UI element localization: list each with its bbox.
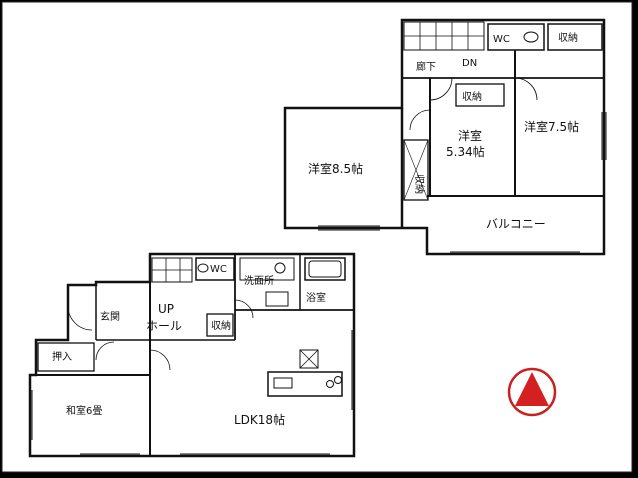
door-swing bbox=[429, 77, 453, 101]
label-washitsu: 和室6畳 bbox=[66, 404, 102, 417]
label-up: UP bbox=[158, 302, 174, 316]
door-swing bbox=[409, 109, 431, 131]
floor2-storage-mid bbox=[455, 83, 505, 107]
compass-arrow bbox=[515, 372, 549, 406]
label-closet: 押入 bbox=[52, 350, 72, 363]
kitchen-counter bbox=[267, 371, 343, 397]
bathtub-inner bbox=[308, 260, 342, 278]
paper-border bbox=[1, 1, 633, 473]
toilet-icon bbox=[197, 263, 209, 273]
stove-icon bbox=[326, 380, 334, 388]
kitchen-sink bbox=[273, 377, 293, 389]
label-ldk: LDK18帖 bbox=[234, 412, 285, 427]
label-1f-wc: WC bbox=[210, 264, 227, 275]
door-swing bbox=[67, 285, 93, 331]
stove-icon bbox=[334, 376, 342, 384]
label-1f-storage: 収納 bbox=[211, 319, 231, 332]
fridge-line bbox=[299, 349, 319, 369]
closet-line bbox=[403, 139, 429, 201]
north-compass-icon bbox=[507, 367, 557, 417]
first-floor bbox=[28, 252, 356, 458]
label-western-534-a: 洋室 bbox=[458, 128, 482, 143]
label-entrance: 玄関 bbox=[100, 310, 120, 323]
toilet-icon bbox=[523, 31, 539, 43]
bathtub bbox=[304, 257, 346, 281]
label-2f-dn: DN bbox=[462, 58, 477, 69]
floor2-storage-top bbox=[547, 23, 603, 51]
label-western-75: 洋室7.5帖 bbox=[524, 119, 579, 134]
door-swing bbox=[95, 341, 115, 361]
label-hall: ホール bbox=[146, 319, 182, 333]
floor1-wc bbox=[195, 257, 235, 281]
label-2f-corridor: 廊下 bbox=[416, 60, 436, 73]
label-2f-storage-top: 収納 bbox=[558, 31, 578, 44]
washroom-counter bbox=[239, 257, 295, 281]
door-swing bbox=[234, 299, 254, 319]
floor2-outer-wall bbox=[283, 18, 606, 256]
floor1-storage bbox=[206, 313, 234, 337]
fridge-icon bbox=[299, 349, 319, 369]
label-bath: 浴室 bbox=[306, 291, 326, 304]
floor2-storage-side bbox=[403, 139, 429, 201]
floor1-closet bbox=[37, 342, 95, 372]
door-swing bbox=[149, 349, 171, 371]
label-2f-storage-side: 収納 bbox=[413, 174, 426, 194]
door-swing bbox=[514, 77, 538, 101]
label-washroom: 洗面所 bbox=[244, 275, 274, 287]
washing-machine bbox=[265, 291, 289, 307]
label-western-534-b: 5.34帖 bbox=[446, 144, 485, 159]
label-2f-storage-mid: 収納 bbox=[462, 90, 482, 103]
label-balcony: バルコニー bbox=[486, 217, 546, 231]
label-2f-wc: WC bbox=[493, 34, 510, 45]
floor1-outer-wall bbox=[28, 252, 356, 458]
label-western-85: 洋室8.5帖 bbox=[308, 161, 363, 176]
second-floor bbox=[283, 18, 607, 256]
sink-icon bbox=[274, 262, 286, 274]
